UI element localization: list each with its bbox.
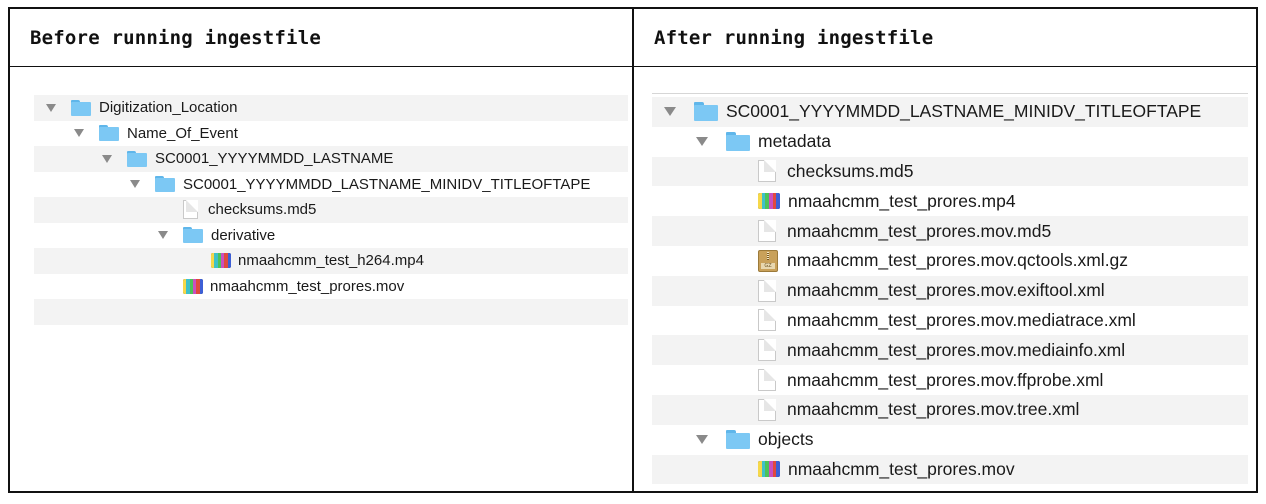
document-icon — [758, 398, 776, 421]
video-file-icon — [758, 193, 780, 210]
item-label: nmaahcmm_test_prores.mov.qctools.xml.gz — [787, 250, 1129, 271]
item-label: nmaahcmm_test_prores.mov.tree.xml — [787, 399, 1080, 420]
item-label: Digitization_Location — [99, 99, 238, 117]
item-label: nmaahcmm_test_prores.mov.exiftool.xml — [787, 280, 1105, 301]
disclosure-triangle-icon[interactable] — [158, 231, 168, 240]
document-icon — [758, 309, 776, 332]
file-row[interactable]: nmaahcmm_test_prores.mov.ffprobe.xml — [652, 365, 1248, 395]
folder-icon — [726, 430, 750, 450]
item-label: nmaahcmm_test_prores.mov.ffprobe.xml — [787, 369, 1104, 390]
disclosure-triangle-icon[interactable] — [46, 103, 56, 112]
document-icon — [758, 160, 776, 183]
file-row[interactable]: checksums.md5 — [652, 156, 1248, 187]
file-row[interactable]: nmaahcmm_test_prores.mov.exiftool.xml — [652, 275, 1248, 306]
item-label: SC0001_YYYYMMDD_LASTNAME — [155, 150, 394, 168]
item-label: Name_Of_Event — [127, 124, 238, 142]
document-icon — [758, 279, 776, 302]
folder-icon — [726, 132, 750, 152]
folder-row[interactable]: metadata — [652, 127, 1248, 157]
file-row[interactable]: nmaahcmm_test_prores.mov — [34, 274, 628, 300]
disclosure-triangle-icon[interactable] — [102, 154, 112, 163]
before-header: Before running ingestfile — [10, 9, 632, 67]
file-row[interactable]: checksums.md5 — [34, 197, 628, 223]
file-row[interactable]: nmaahcmm_test_prores.mp4 — [652, 186, 1248, 216]
file-row[interactable]: nmaahcmm_test_h264.mp4 — [34, 248, 628, 274]
file-row[interactable]: nmaahcmm_test_prores.mov.md5 — [652, 216, 1248, 246]
folder-icon — [71, 99, 91, 116]
folder-row[interactable]: objects — [652, 425, 1248, 455]
file-row[interactable]: nmaahcmm_test_prores.mov.mediatrace.xml — [652, 306, 1248, 336]
item-label: nmaahcmm_test_prores.mov.mediatrace.xml — [787, 309, 1136, 330]
before-column: Before running ingestfile Digitization_L… — [10, 9, 634, 491]
file-row[interactable]: nmaahcmm_test_prores.mov — [652, 454, 1248, 485]
disclosure-triangle-icon[interactable] — [74, 129, 84, 138]
comparison-table: Before running ingestfile Digitization_L… — [8, 7, 1258, 493]
folder-icon — [99, 125, 119, 142]
item-label: nmaahcmm_test_prores.mov.mediainfo.xml — [787, 339, 1126, 360]
after-column: After running ingestfile SC0001_YYYYMMDD… — [634, 9, 1256, 491]
gz-archive-icon: GZ — [758, 249, 778, 272]
file-row[interactable]: nmaahcmm_test_prores.mov.mediainfo.xml — [652, 335, 1248, 366]
folder-icon — [183, 227, 203, 244]
item-label: nmaahcmm_test_h264.mp4 — [238, 252, 424, 270]
document-icon — [758, 339, 776, 362]
video-file-icon — [758, 461, 780, 478]
file-row[interactable]: GZ nmaahcmm_test_prores.mov.qctools.xml.g… — [652, 246, 1248, 276]
folder-row[interactable]: SC0001_YYYYMMDD_LASTNAME_MINIDV_TITLEOFT… — [652, 97, 1248, 127]
disclosure-triangle-icon[interactable] — [696, 137, 708, 147]
item-label: nmaahcmm_test_prores.mov — [788, 458, 1015, 479]
video-file-icon — [211, 253, 231, 269]
after-file-tree: SC0001_YYYYMMDD_LASTNAME_MINIDV_TITLEOFT… — [652, 92, 1248, 485]
empty-row — [34, 299, 628, 325]
item-label: checksums.md5 — [787, 160, 914, 181]
item-label: checksums.md5 — [208, 201, 317, 219]
folder-icon — [127, 150, 147, 167]
video-file-icon — [183, 278, 203, 294]
file-row[interactable]: nmaahcmm_test_prores.mov.tree.xml — [652, 394, 1248, 425]
after-header: After running ingestfile — [634, 9, 1256, 67]
document-icon — [758, 369, 776, 392]
document-icon — [183, 200, 198, 220]
disclosure-triangle-icon[interactable] — [664, 107, 676, 117]
disclosure-triangle-icon[interactable] — [696, 435, 708, 445]
disclosure-triangle-icon[interactable] — [130, 180, 140, 189]
folder-row[interactable]: SC0001_YYYYMMDD_LASTNAME — [34, 146, 628, 172]
item-label: nmaahcmm_test_prores.mov.md5 — [787, 220, 1052, 241]
item-label: nmaahcmm_test_prores.mp4 — [788, 190, 1016, 211]
item-label: derivative — [211, 226, 276, 244]
document-icon — [758, 220, 776, 243]
folder-row[interactable]: SC0001_YYYYMMDD_LASTNAME_MINIDV_TITLEOFT… — [34, 172, 628, 198]
item-label: objects — [758, 429, 814, 450]
folder-icon — [155, 176, 175, 193]
folder-row[interactable]: Name_Of_Event — [34, 121, 628, 147]
folder-row[interactable]: Digitization_Location — [34, 95, 628, 121]
item-label: nmaahcmm_test_prores.mov — [210, 277, 405, 295]
item-label: SC0001_YYYYMMDD_LASTNAME_MINIDV_TITLEOFT… — [183, 175, 591, 193]
item-label: SC0001_YYYYMMDD_LASTNAME_MINIDV_TITLEOFT… — [726, 101, 1202, 122]
folder-icon — [694, 102, 718, 122]
item-label: metadata — [758, 131, 831, 152]
folder-row[interactable]: derivative — [34, 223, 628, 249]
gz-badge-label: GZ — [761, 262, 775, 269]
